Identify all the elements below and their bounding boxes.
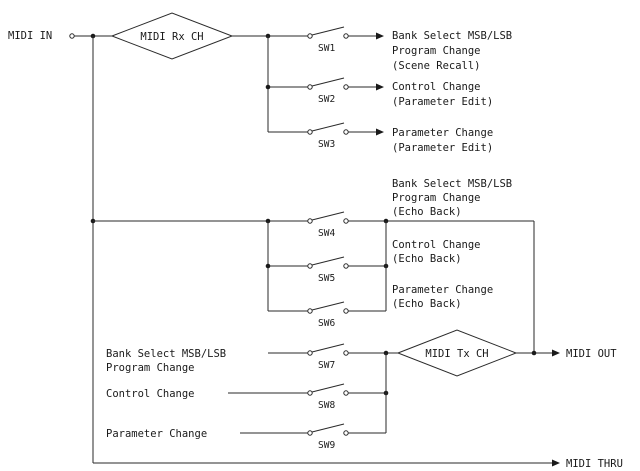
rx-out1-line3: (Scene Recall) xyxy=(392,60,481,72)
sw6-terminal-b xyxy=(343,308,349,314)
midi-in-label: MIDI IN xyxy=(8,30,52,42)
junction-sw2 xyxy=(265,84,271,90)
sw8-terminal-a xyxy=(307,390,313,396)
sw9-terminal-b xyxy=(343,430,349,436)
sw5-terminal-b xyxy=(343,263,349,269)
sw1-terminal-b xyxy=(343,33,349,39)
midi-out-label: MIDI OUT xyxy=(566,348,617,360)
sw5-label: SW5 xyxy=(318,273,335,284)
echo1-line3: (Echo Back) xyxy=(392,206,462,218)
sw7-terminal-b xyxy=(343,350,349,356)
sw7-label: SW7 xyxy=(318,360,335,371)
sw4-terminal-a xyxy=(307,218,313,224)
echo2-line1: Control Change xyxy=(392,239,481,251)
sw9-terminal-a xyxy=(307,430,313,436)
sw1-terminal-a xyxy=(307,33,313,39)
sw2-lever xyxy=(311,77,345,87)
sw3-lever xyxy=(311,122,345,132)
sw2-terminal-b xyxy=(343,84,349,90)
tx-in3-line1: Parameter Change xyxy=(106,428,207,440)
rx-out1-line2: Program Change xyxy=(392,45,481,57)
sw7-terminal-a xyxy=(307,350,313,356)
sw4-lever xyxy=(311,211,345,221)
rx-out2-line2: (Parameter Edit) xyxy=(392,96,493,108)
arrow-midi-thru xyxy=(552,459,560,467)
sw6-label: SW6 xyxy=(318,318,335,329)
midi-in-terminal xyxy=(69,33,75,39)
midi-rx-ch-label: MIDI Rx CH xyxy=(140,31,203,43)
rx-out1-line1: Bank Select MSB/LSB xyxy=(392,30,512,42)
echo2-line2: (Echo Back) xyxy=(392,253,462,265)
echo3-line1: Parameter Change xyxy=(392,284,493,296)
sw5-lever xyxy=(311,256,345,266)
tx-in2-line1: Control Change xyxy=(106,388,195,400)
sw8-terminal-b xyxy=(343,390,349,396)
rx-out3-line2: (Parameter Edit) xyxy=(392,142,493,154)
tx-in1-line2: Program Change xyxy=(106,362,195,374)
rx-out2-line1: Control Change xyxy=(392,81,481,93)
echo1-line1: Bank Select MSB/LSB xyxy=(392,178,512,190)
sw8-lever xyxy=(311,383,345,393)
sw6-lever xyxy=(311,301,345,311)
sw4-label: SW4 xyxy=(318,228,335,239)
sw9-label: SW9 xyxy=(318,440,335,451)
junction-sw5 xyxy=(265,263,271,269)
junction-out xyxy=(531,350,537,356)
tx-in1-line1: Bank Select MSB/LSB xyxy=(106,348,226,360)
midi-tx-ch-label: MIDI Tx CH xyxy=(425,348,488,360)
sw2-label: SW2 xyxy=(318,94,335,105)
arrow-sw1 xyxy=(376,32,384,40)
sw2-terminal-a xyxy=(307,84,313,90)
sw6-terminal-a xyxy=(307,308,313,314)
arrow-midi-out xyxy=(552,349,560,357)
arrow-sw3 xyxy=(376,128,384,136)
sw3-terminal-a xyxy=(307,129,313,135)
midi-thru-label: MIDI THRU xyxy=(566,458,623,470)
sw9-lever xyxy=(311,423,345,433)
sw5-terminal-a xyxy=(307,263,313,269)
echo1-line2: Program Change xyxy=(392,192,481,204)
sw3-terminal-b xyxy=(343,129,349,135)
sw3-label: SW3 xyxy=(318,139,335,150)
sw1-label: SW1 xyxy=(318,43,335,54)
rx-out3-line1: Parameter Change xyxy=(392,127,493,139)
arrow-sw2 xyxy=(376,83,384,91)
sw8-label: SW8 xyxy=(318,400,335,411)
echo3-line2: (Echo Back) xyxy=(392,298,462,310)
sw1-lever xyxy=(311,26,345,36)
sw4-terminal-b xyxy=(343,218,349,224)
sw7-lever xyxy=(311,343,345,353)
